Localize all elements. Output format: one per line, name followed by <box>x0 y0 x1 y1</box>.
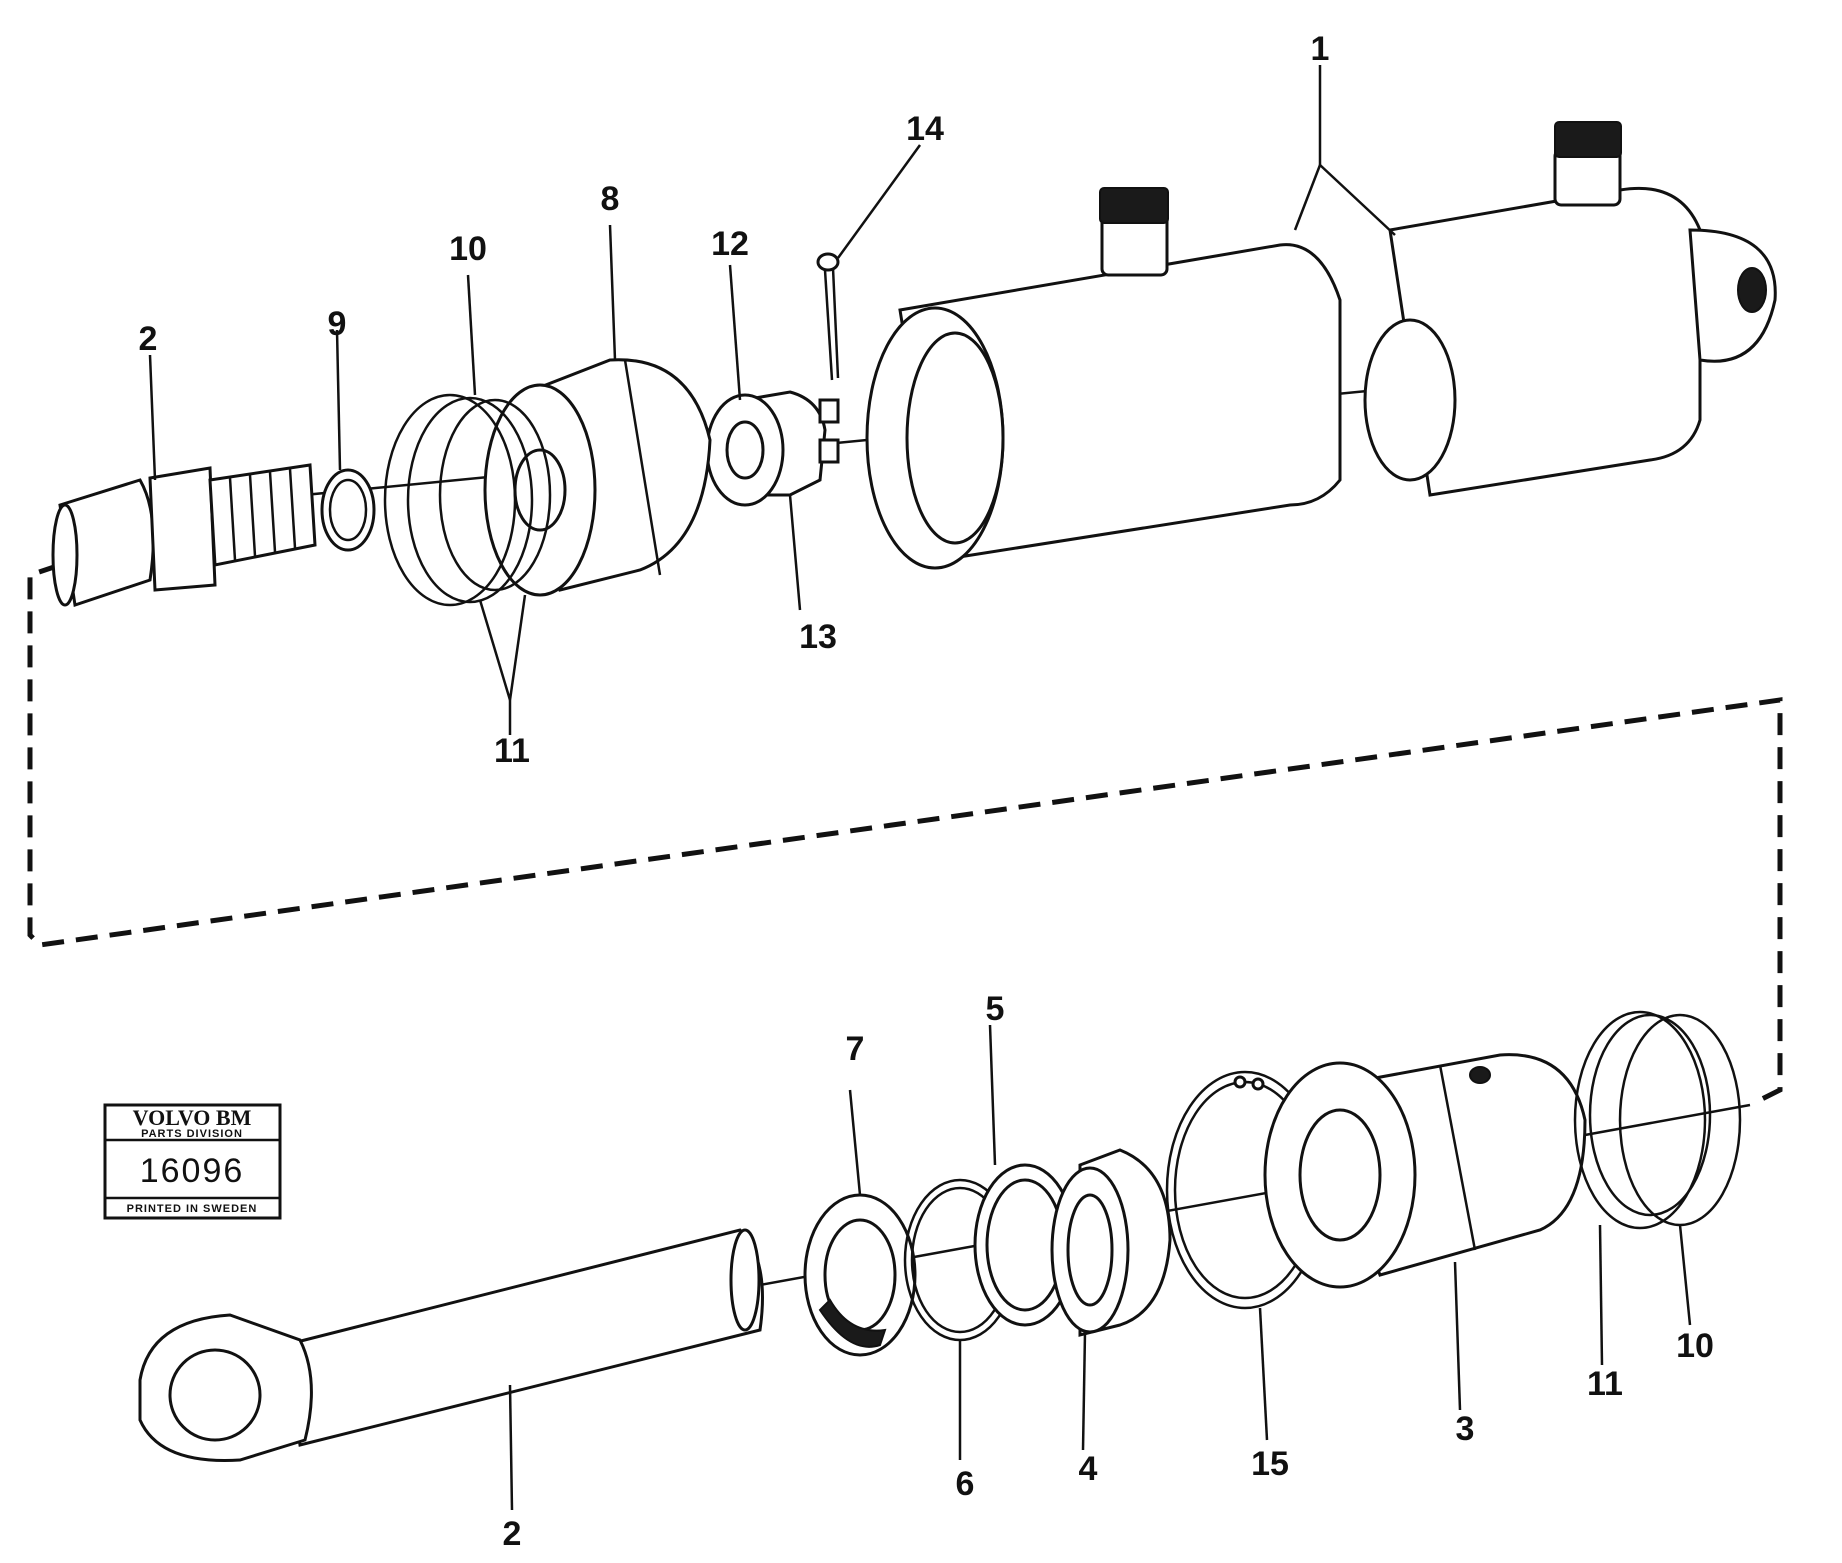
callout-3: 3 <box>1456 1410 1475 1448</box>
badge-brand: VOLVO BM <box>133 1105 252 1130</box>
bushing-part-4 <box>1050 1148 1172 1337</box>
callout-2-top: 2 <box>139 320 158 358</box>
badge-number: 16096 <box>140 1152 245 1190</box>
rings-bottom-parts-10-11 <box>1573 1010 1742 1230</box>
callout-7: 7 <box>846 1030 865 1068</box>
washer-part-12 <box>705 393 785 507</box>
leader-lines <box>148 65 1692 1511</box>
badge-footer: PRINTED IN SWEDEN <box>127 1203 258 1215</box>
callout-8: 8 <box>601 180 620 218</box>
piston-rings-top-parts-10-11 <box>383 393 552 607</box>
callout-5: 5 <box>986 990 1005 1028</box>
callout-15: 15 <box>1251 1445 1289 1483</box>
assembly-connector-dashed <box>27 562 1783 1103</box>
callout-4: 4 <box>1079 1450 1098 1488</box>
piston-rod-bottom-part-2 <box>138 1228 764 1462</box>
volvo-bm-badge: VOLVO BM PARTS DIVISION 16096 PRINTED IN… <box>103 1103 282 1220</box>
cylinder-tube-part-1 <box>865 121 1777 570</box>
callout-10-bottom: 10 <box>1676 1327 1714 1365</box>
o-ring-part-9 <box>320 468 376 552</box>
badge-division: PARTS DIVISION <box>141 1128 243 1140</box>
piston-part-8 <box>483 358 712 597</box>
callout-12: 12 <box>711 225 749 263</box>
cylinder-head-part-3 <box>1263 1053 1587 1289</box>
callout-13: 13 <box>799 618 837 656</box>
piston-rod-top-part-2 <box>51 463 317 607</box>
callout-6: 6 <box>956 1465 975 1503</box>
callout-labels: 1 14 12 8 10 9 2 13 11 7 5 6 4 15 3 11 1… <box>139 30 1714 1553</box>
callout-10-top: 10 <box>449 230 487 268</box>
split-pin-part-14 <box>816 252 840 381</box>
callout-11-bottom: 11 <box>1587 1365 1623 1403</box>
callout-9: 9 <box>328 305 347 343</box>
callout-14: 14 <box>906 110 944 148</box>
callout-11-top: 11 <box>494 732 530 770</box>
callout-2-bottom: 2 <box>503 1515 522 1553</box>
callout-1: 1 <box>1311 30 1330 68</box>
seal-part-7 <box>803 1193 917 1357</box>
